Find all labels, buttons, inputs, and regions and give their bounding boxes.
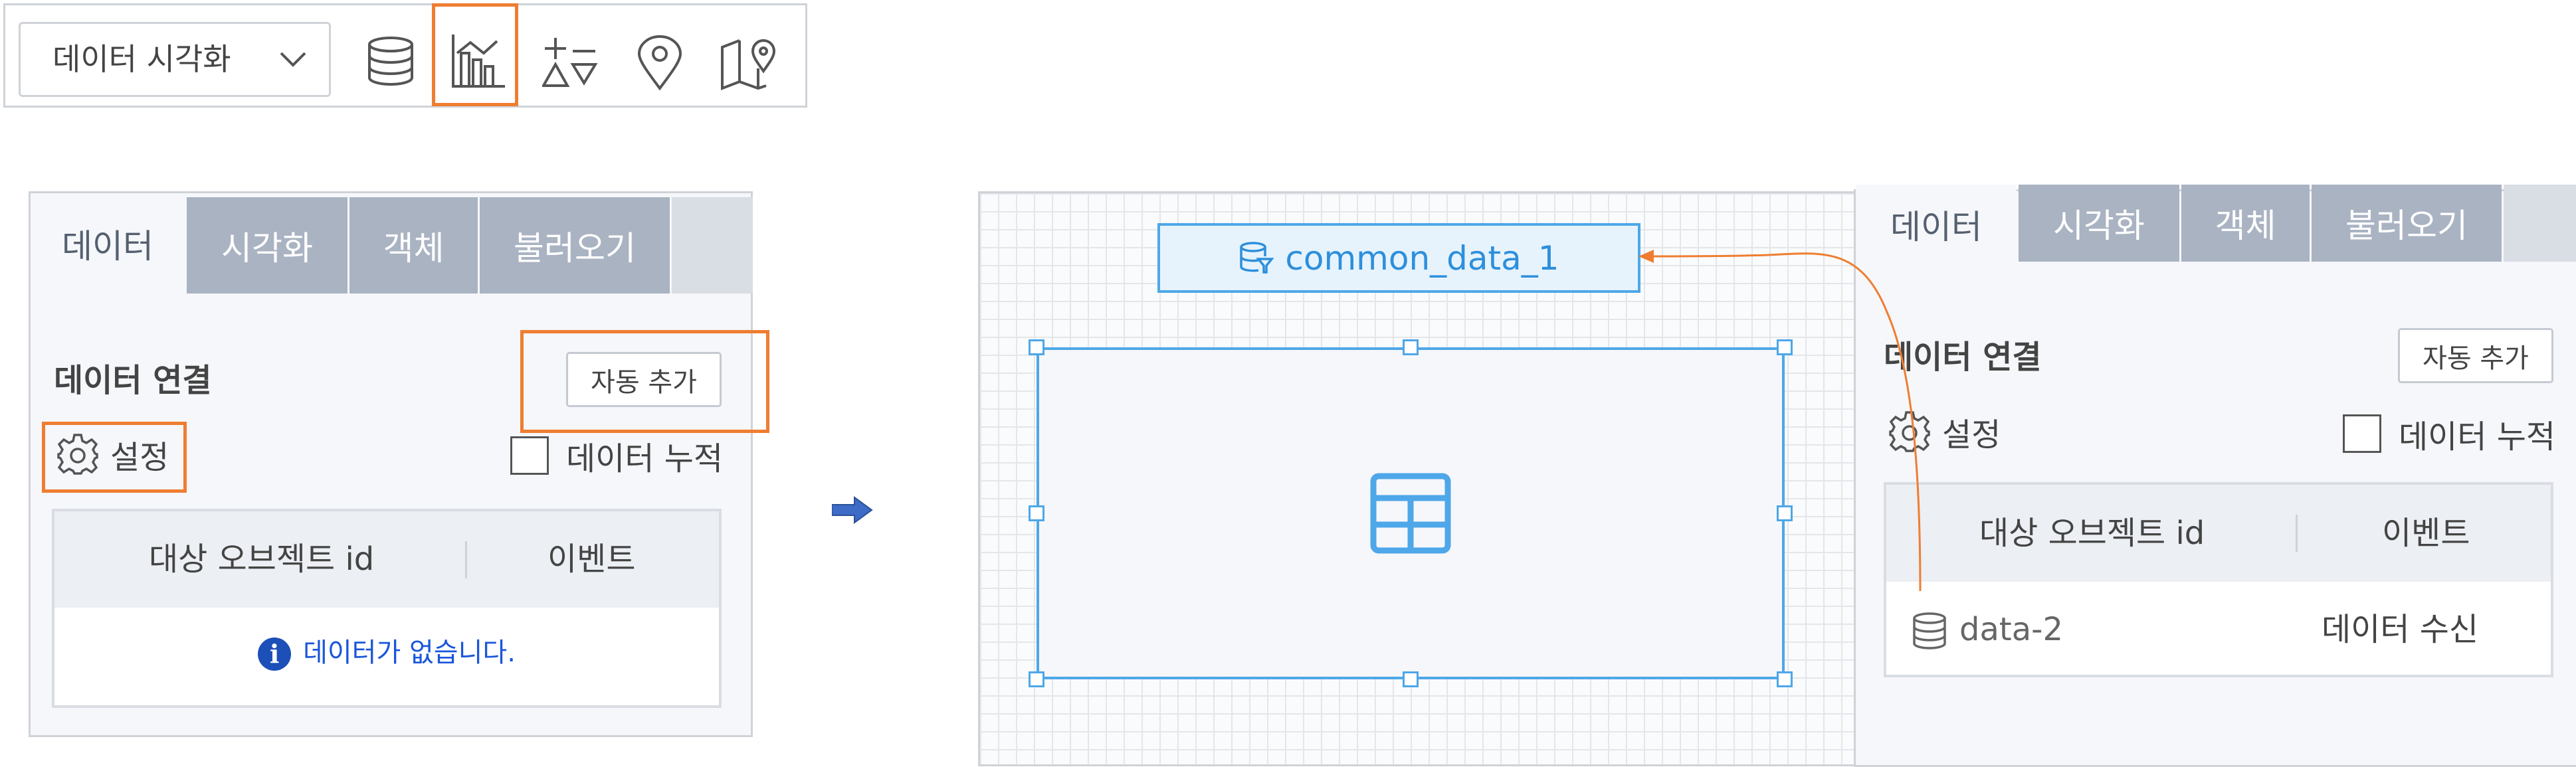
filter-icon[interactable] bbox=[542, 35, 598, 88]
accumulate-checkbox[interactable]: 데이터 누적 bbox=[2343, 410, 2555, 457]
section-title: 데이터 연결 bbox=[54, 362, 212, 399]
connection-table: 대상 오브젝트 id 이벤트 data-2 데이터 수신 bbox=[1884, 482, 2553, 677]
info-icon: i bbox=[258, 638, 292, 671]
resize-handle[interactable] bbox=[1403, 339, 1419, 355]
chart-icon-highlight bbox=[432, 3, 518, 106]
settings-label: 설정 bbox=[1942, 416, 2001, 454]
chart-icon[interactable] bbox=[450, 33, 506, 89]
tab-bar-filler bbox=[672, 197, 753, 294]
tab-load[interactable]: 불러오기 bbox=[480, 197, 670, 294]
resize-handle[interactable] bbox=[1403, 671, 1419, 687]
resize-handle[interactable] bbox=[1029, 671, 1044, 687]
database-icon bbox=[1913, 612, 1946, 649]
column-header-event: 이벤트 bbox=[547, 541, 636, 578]
auto-add-button[interactable]: 자동 추가 bbox=[566, 352, 722, 407]
column-separator bbox=[465, 541, 467, 578]
accumulate-label: 데이터 누적 bbox=[566, 440, 724, 477]
connection-table: 대상 오브젝트 id 이벤트 i 데이터가 없습니다. bbox=[52, 509, 722, 708]
gear-icon bbox=[1889, 411, 1930, 452]
table-icon bbox=[1370, 473, 1451, 554]
accumulate-checkbox[interactable]: 데이터 누적 bbox=[510, 432, 723, 479]
row-object-id: data-2 bbox=[1959, 611, 2063, 648]
settings-button[interactable]: 설정 bbox=[56, 431, 169, 477]
data-panel-after: 데이터 시각화 객체 불러오기 데이터 연결 자동 추가 설정 데이터 누적 대… bbox=[1854, 185, 2576, 767]
settings-button[interactable]: 설정 bbox=[1888, 408, 2001, 455]
auto-add-highlight bbox=[520, 330, 769, 433]
tab-object[interactable]: 객체 bbox=[2181, 185, 2310, 262]
visualization-toolbar: 데이터 시각화 bbox=[3, 3, 807, 108]
mode-dropdown[interactable]: 데이터 시각화 bbox=[19, 22, 331, 97]
column-header-event: 이벤트 bbox=[2382, 515, 2470, 552]
tab-visualization[interactable]: 시각화 bbox=[187, 197, 347, 294]
gear-icon bbox=[57, 434, 98, 475]
settings-label: 설정 bbox=[110, 439, 169, 476]
row-event: 데이터 수신 bbox=[2322, 611, 2479, 648]
chevron-down-icon bbox=[280, 52, 306, 67]
column-header-object-id: 대상 오브젝트 id bbox=[149, 541, 375, 578]
tab-data[interactable]: 데이터 bbox=[1856, 185, 2017, 264]
common-data-name: common_data_1 bbox=[1285, 238, 1559, 278]
database-icon[interactable] bbox=[364, 35, 417, 88]
checkbox-box[interactable] bbox=[510, 436, 549, 475]
table-header: 대상 오브젝트 id 이벤트 bbox=[54, 511, 719, 608]
settings-highlight bbox=[42, 422, 187, 493]
data-panel-before: 데이터 시각화 객체 불러오기 데이터 연결 자동 추가 설정 데이터 누적 대… bbox=[29, 191, 753, 737]
resize-handle[interactable] bbox=[1777, 339, 1793, 355]
resize-handle[interactable] bbox=[1029, 339, 1044, 355]
table-header: 대상 오브젝트 id 이벤트 bbox=[1886, 485, 2551, 582]
resize-handle[interactable] bbox=[1029, 505, 1044, 521]
empty-message: i 데이터가 없습니다. bbox=[54, 631, 719, 671]
checkbox-box[interactable] bbox=[2343, 414, 2381, 453]
tab-bar-filler bbox=[2504, 185, 2576, 262]
transition-arrow-icon bbox=[832, 496, 873, 524]
common-data-label[interactable]: common_data_1 bbox=[1157, 223, 1640, 293]
column-header-object-id: 대상 오브젝트 id bbox=[1979, 515, 2205, 552]
tab-data[interactable]: 데이터 bbox=[31, 193, 185, 294]
tab-visualization[interactable]: 시각화 bbox=[2019, 185, 2179, 262]
column-separator bbox=[2296, 515, 2298, 552]
auto-add-button[interactable]: 자동 추가 bbox=[2398, 328, 2553, 383]
data-source-icon bbox=[1240, 241, 1275, 274]
mode-dropdown-label: 데이터 시각화 bbox=[52, 41, 231, 77]
accumulate-label: 데이터 누적 bbox=[2399, 418, 2556, 456]
empty-message-text: 데이터가 없습니다. bbox=[303, 638, 516, 668]
tab-object[interactable]: 객체 bbox=[349, 197, 478, 294]
table-row[interactable]: data-2 데이터 수신 bbox=[1886, 583, 2551, 676]
location-pin-icon[interactable] bbox=[637, 35, 683, 91]
resize-handle[interactable] bbox=[1777, 505, 1793, 521]
section-title: 데이터 연결 bbox=[1884, 339, 2042, 376]
resize-handle[interactable] bbox=[1777, 671, 1793, 687]
map-icon[interactable] bbox=[720, 35, 779, 91]
tab-load[interactable]: 불러오기 bbox=[2312, 185, 2502, 262]
